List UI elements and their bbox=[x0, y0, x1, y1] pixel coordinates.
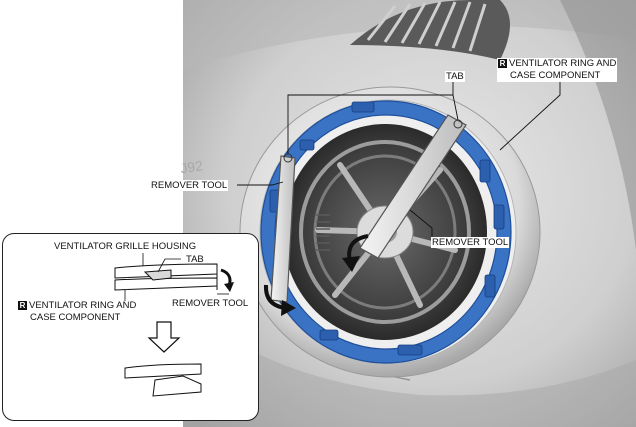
inset-ring-label-line2: CASE COMPONENT bbox=[30, 312, 121, 323]
dashboard-lower-contour bbox=[183, 300, 636, 427]
inset-ring-label-line1: VENTILATOR RING AND bbox=[29, 300, 137, 311]
inset-remover-tool-label: REMOVER TOOL bbox=[172, 298, 249, 309]
rotation-arrow-left bbox=[263, 284, 296, 316]
inset-housing-label: VENTILATOR GRILLE HOUSING bbox=[54, 241, 197, 252]
tab-label: TAB bbox=[445, 71, 465, 82]
r-badge: R bbox=[498, 59, 507, 68]
inset-before-state bbox=[114, 263, 218, 291]
remover-tool-label-center: REMOVER TOOL bbox=[431, 237, 510, 248]
leader-lines bbox=[237, 80, 561, 242]
detail-inset-drawing bbox=[114, 253, 234, 397]
inset-down-arrow bbox=[147, 321, 181, 353]
inset-leader-lines bbox=[124, 253, 229, 301]
remover-tool-center bbox=[359, 114, 467, 259]
embossed-mark: J92 bbox=[179, 157, 204, 176]
ring-label-line1: VENTILATOR RING AND bbox=[509, 58, 617, 69]
ventilator-ring bbox=[260, 100, 512, 364]
dashboard-upper-shadow bbox=[183, 0, 636, 70]
inset-r-badge: R bbox=[18, 301, 27, 310]
rotation-arrow-center bbox=[342, 234, 369, 272]
center-vent-grille bbox=[350, 0, 510, 60]
remover-tool-label-left: REMOVER TOOL bbox=[150, 180, 229, 191]
inset-tab-label: TAB bbox=[186, 254, 204, 265]
inset-after-state bbox=[124, 363, 202, 397]
inset-remover-tool-arrow bbox=[220, 268, 234, 292]
ring-label-line2: CASE COMPONENT bbox=[510, 70, 601, 81]
